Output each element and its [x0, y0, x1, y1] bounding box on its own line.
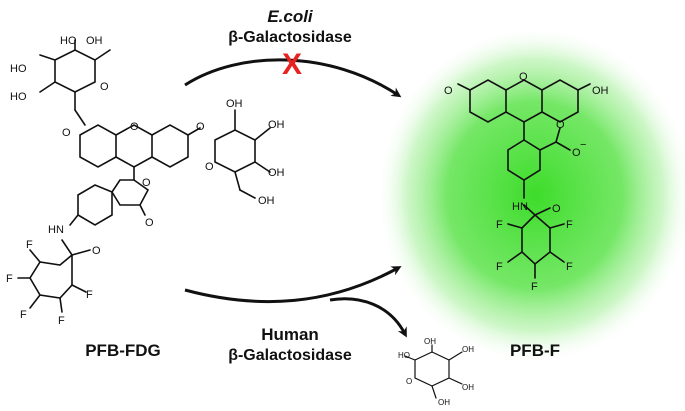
atom-o-carboxylate: O: [572, 147, 581, 159]
human-enzyme-label: β-Galactosidase: [228, 347, 352, 364]
ecoli-enzyme-label: β-Galactosidase: [228, 29, 352, 46]
atom-ho-g1: HO: [398, 351, 410, 360]
atom-oh-3: OH: [268, 119, 285, 131]
atom-ho-3: HO: [10, 91, 27, 103]
product-label: PFB-F: [510, 341, 560, 360]
atom-oh-5: OH: [258, 195, 275, 207]
arrow-galactose-release: [329, 297, 407, 338]
atom-o-link-2: O: [196, 121, 205, 133]
fluorescence-glow: [375, 25, 685, 365]
arrow-ecoli: [184, 58, 402, 98]
atom-ho-1: HO: [60, 35, 77, 47]
galactose-structure: HO OH OH OH OH O: [398, 337, 474, 407]
atom-ho-2: HO: [10, 63, 27, 75]
atom-f-1: F: [26, 239, 33, 251]
product-structure: O OH O O − O HN O F F F F F: [444, 71, 609, 293]
atom-oh-2: OH: [226, 98, 243, 110]
atom-oh-1: OH: [86, 35, 103, 47]
blocked-mark: X: [282, 48, 302, 81]
atom-o-link-1: O: [62, 127, 71, 139]
atom-f-2: F: [6, 273, 13, 285]
substrate-structure: HO OH HO HO O O O O OH OH OH OH O: [6, 35, 285, 327]
atom-oh-g2: OH: [462, 345, 474, 354]
atom-oh-g4: OH: [438, 398, 450, 407]
atom-f-p3: F: [531, 281, 538, 293]
atom-o-carboxyl: O: [556, 119, 565, 131]
blocked-x: X: [282, 48, 302, 81]
arrow-human: [184, 266, 402, 304]
atom-oh-g1: OH: [424, 337, 436, 346]
atom-charge: −: [580, 139, 586, 151]
ecoli-organism-label: E.coli: [267, 7, 314, 26]
atom-oh-4: OH: [268, 167, 285, 179]
atom-o-carbonyl-1: O: [145, 217, 154, 229]
atom-f-p2: F: [496, 261, 503, 273]
atom-f-p1: F: [496, 219, 503, 231]
atom-f-5: F: [86, 289, 93, 301]
substrate-label: PFB-FDG: [85, 341, 161, 360]
atom-f-3: F: [20, 309, 27, 321]
atom-o-ring-2: O: [205, 161, 214, 173]
atom-f-p5: F: [566, 219, 573, 231]
atom-o-product-left: O: [444, 85, 453, 97]
atom-hn-product: HN: [512, 201, 528, 213]
atom-o-product-core: O: [519, 71, 528, 83]
atom-oh-product: OH: [592, 85, 609, 97]
atom-f-4: F: [58, 315, 65, 327]
human-organism-label: Human: [261, 325, 319, 344]
atom-oh-g3: OH: [462, 383, 474, 392]
atom-o-lactone: O: [142, 177, 151, 189]
atom-o-ring-1: O: [100, 81, 109, 93]
atom-hn-1: HN: [48, 224, 64, 236]
atom-o-amide-product: O: [552, 203, 561, 215]
atom-o-g-ring: O: [406, 377, 412, 386]
atom-f-p4: F: [566, 261, 573, 273]
atom-o-carbonyl-2: O: [92, 245, 101, 257]
atom-o-xanthene: O: [130, 121, 139, 133]
